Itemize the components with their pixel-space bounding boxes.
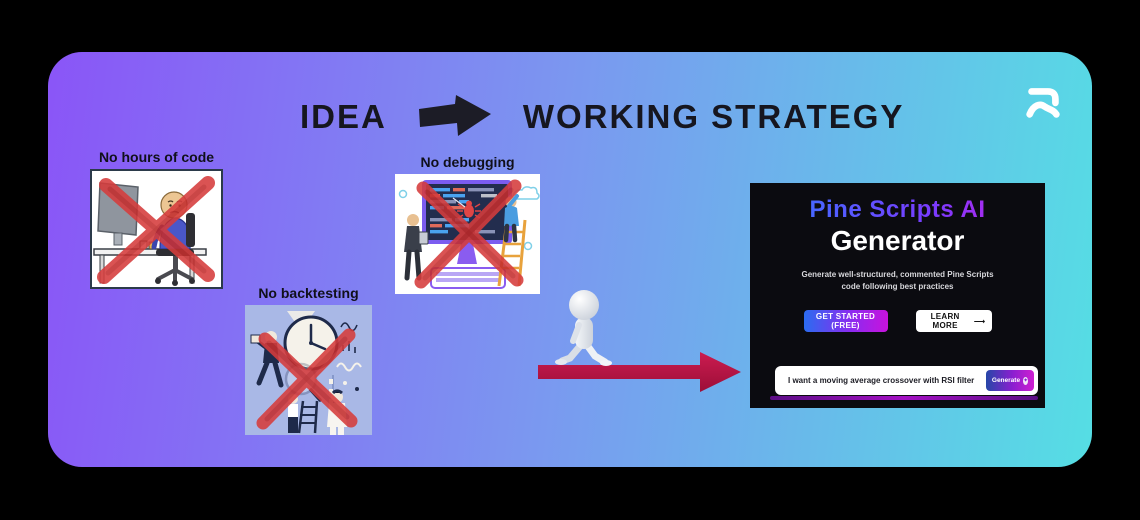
panel-subtitle: Generate well-structured, commented Pine… xyxy=(750,269,1045,293)
journey-graphic xyxy=(538,290,741,392)
feature-no-backtesting: No backtesting xyxy=(245,285,372,435)
panel-subtitle-line1: Generate well-structured, commented Pine… xyxy=(801,270,994,279)
generate-button[interactable]: Generate ✦ xyxy=(986,370,1034,391)
feature-no-hours-of-code: No hours of code xyxy=(90,149,223,289)
panel-buttons: GET STARTED (FREE) LEARN MORE ⟶ xyxy=(750,310,1045,332)
backtesting-illustration xyxy=(245,305,372,435)
get-started-label: GET STARTED (FREE) xyxy=(815,312,876,330)
feature-label: No hours of code xyxy=(98,149,215,165)
panel-title: Generator xyxy=(830,225,965,256)
headline-result: WORKING STRATEGY xyxy=(522,97,905,135)
debugging-illustration xyxy=(395,174,540,294)
arrow-right-icon: ⟶ xyxy=(973,316,986,326)
prompt-underline-accent xyxy=(770,396,1038,400)
sparkle-icon: ✦ xyxy=(1023,376,1029,385)
red-cross-icon xyxy=(414,179,524,289)
learn-more-button[interactable]: LEARN MORE ⟶ xyxy=(915,310,992,332)
get-started-button[interactable]: GET STARTED (FREE) xyxy=(803,310,888,332)
red-cross-icon xyxy=(256,328,358,430)
black-arrow-right-icon xyxy=(418,95,491,136)
gradient-card: IDEA WORKING STRATEGY No hours of code xyxy=(48,52,1092,467)
r-swoosh-logo-icon xyxy=(1026,88,1060,118)
prompt-input[interactable] xyxy=(775,376,986,385)
feature-label: No backtesting xyxy=(258,285,359,301)
red-arrow-right-icon xyxy=(538,352,741,392)
feature-label: No debugging xyxy=(420,154,515,170)
generate-label: Generate xyxy=(991,377,1021,384)
feature-no-debugging: No debugging xyxy=(395,154,540,294)
pine-scripts-panel: Pine Scripts AI Generator Generate well-… xyxy=(750,183,1045,408)
walking-figure-icon xyxy=(555,290,612,366)
prompt-bar: Generate ✦ xyxy=(775,366,1038,395)
learn-more-label: LEARN MORE xyxy=(930,312,960,330)
sad-coder-illustration xyxy=(90,169,223,289)
headline-idea: IDEA xyxy=(300,97,387,135)
headline: IDEA WORKING STRATEGY xyxy=(300,92,904,140)
panel-title-accent: Pine Scripts AI xyxy=(750,196,1045,224)
panel-subtitle-line2: code following best practices xyxy=(841,282,954,291)
red-cross-icon xyxy=(97,176,215,284)
